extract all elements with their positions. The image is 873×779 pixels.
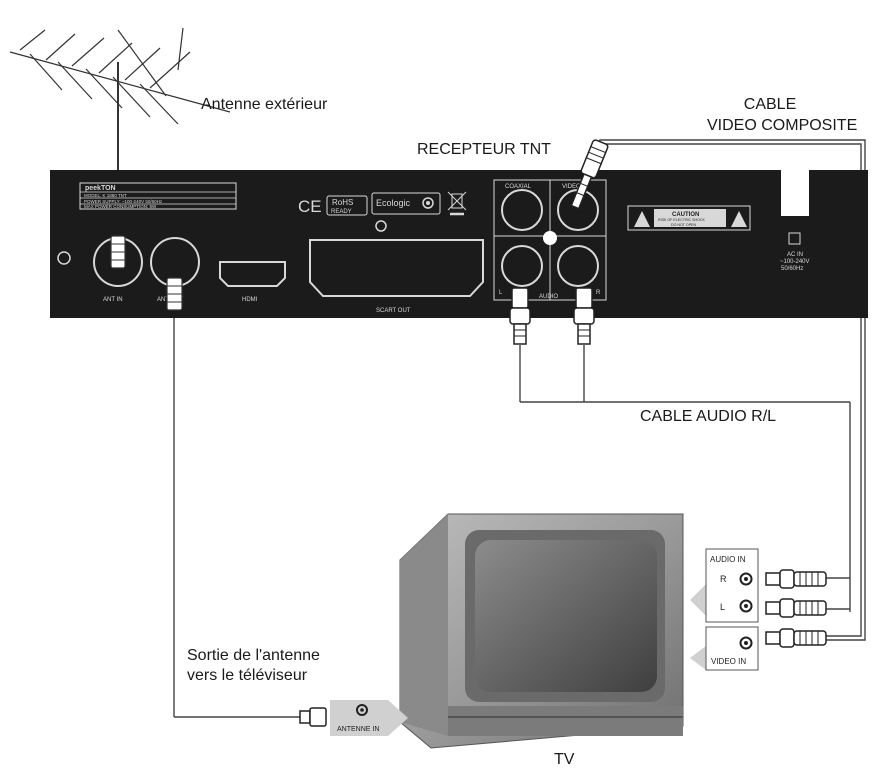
tv-audio-r-label: R (720, 574, 727, 584)
tv-antenna-in-jack (356, 704, 368, 716)
tv-video-plug (765, 628, 827, 648)
receiver-brand: peekTON (85, 185, 116, 192)
audio-label: AUDIO (539, 294, 558, 300)
ac-in-line1: AC IN (787, 252, 803, 258)
tv-antenna-in-label: ANTENNE IN (337, 726, 379, 733)
tv-panel-pointer (690, 584, 706, 616)
audio-left-plug (509, 287, 531, 345)
cable-video-label-line1: CABLE (743, 96, 797, 113)
scart-label: SCART OUT (376, 308, 411, 314)
tv-video-in-jack (739, 636, 753, 650)
tv-video-in-label: VIDEO IN (711, 657, 746, 666)
cable-video-label-line2: VIDEO COMPOSITE (707, 117, 858, 134)
tv-label: TV (554, 751, 575, 768)
ant-out-plug (166, 277, 183, 311)
tv-audio-r-plug (765, 569, 827, 589)
tv-audio-l-plug (765, 598, 827, 618)
audio-left-label: L (499, 290, 503, 296)
shock-warning-icon (634, 211, 650, 227)
tv-antenna-in-tag (330, 700, 408, 736)
tv-screen (475, 540, 657, 692)
panel-screw-icon (543, 231, 557, 245)
ac-in-line3: 50/60Hz (781, 266, 803, 272)
tv-antenna-in-plug (299, 707, 327, 727)
ant-in-plug (110, 235, 126, 269)
video-cable-plug (570, 139, 609, 210)
tv-audio-r-jack (739, 572, 753, 586)
tv-audio-in-label: AUDIO IN (710, 555, 746, 564)
receiver-max-power: MAX POWER CONSUMPTION: 8W (84, 204, 157, 209)
ant-in-label: ANT IN (103, 297, 123, 303)
hdmi-port (219, 261, 286, 287)
antenna-label: Antenne extérieur (201, 96, 328, 113)
weee-bin-icon (447, 191, 467, 216)
tv-av-panel: AUDIO IN R L VIDEO IN (705, 548, 759, 671)
rohs-line1: RoHS (332, 198, 353, 207)
power-socket-icon (788, 232, 801, 245)
audio-right-plug (573, 287, 595, 345)
hdmi-label: HDMI (242, 297, 258, 303)
exclamation-warning-icon (731, 211, 747, 227)
receiver-label: RECEPTEUR TNT (417, 141, 551, 158)
caution-line1: RISK OF ELECTRIC SHOCK (658, 218, 706, 222)
led-icon (57, 251, 71, 265)
scart-port (309, 239, 484, 297)
receiver-model: MODEL: K 1880 TNT (84, 193, 127, 198)
caution-line2: DO NOT OPEN (671, 223, 696, 227)
tv-set (399, 513, 684, 749)
tv-audio-l-label: L (720, 602, 725, 612)
ce-mark: CE (298, 197, 322, 216)
receiver-power-supply: POWER SUPPLY: ~100-240V 50/60Hz (84, 199, 163, 204)
audio-right-port (557, 245, 599, 287)
audio-right-label: R (596, 290, 601, 296)
cable-audio-label: CABLE AUDIO R/L (640, 408, 777, 425)
video-label: VIDEO (562, 184, 581, 190)
audio-left-port (501, 245, 543, 287)
antenna-out-label-line1: Sortie de l'antenne (187, 647, 320, 664)
coaxial-label: COAXIAL (505, 184, 532, 190)
tv-audio-l-jack (739, 599, 753, 613)
rohs-line2: READY (331, 209, 352, 215)
coaxial-port (501, 189, 543, 231)
antenna-out-label-line2: vers le téléviseur (187, 667, 308, 684)
receiver-back-panel: peekTON MODEL: K 1880 TNT POWER SUPPLY: … (50, 170, 868, 318)
ac-in-line2: ~100-240V (780, 259, 810, 265)
caution-title: CAUTION (672, 212, 699, 218)
screw-icon (375, 220, 387, 232)
ecologic-mark: Ecologic (376, 198, 411, 208)
